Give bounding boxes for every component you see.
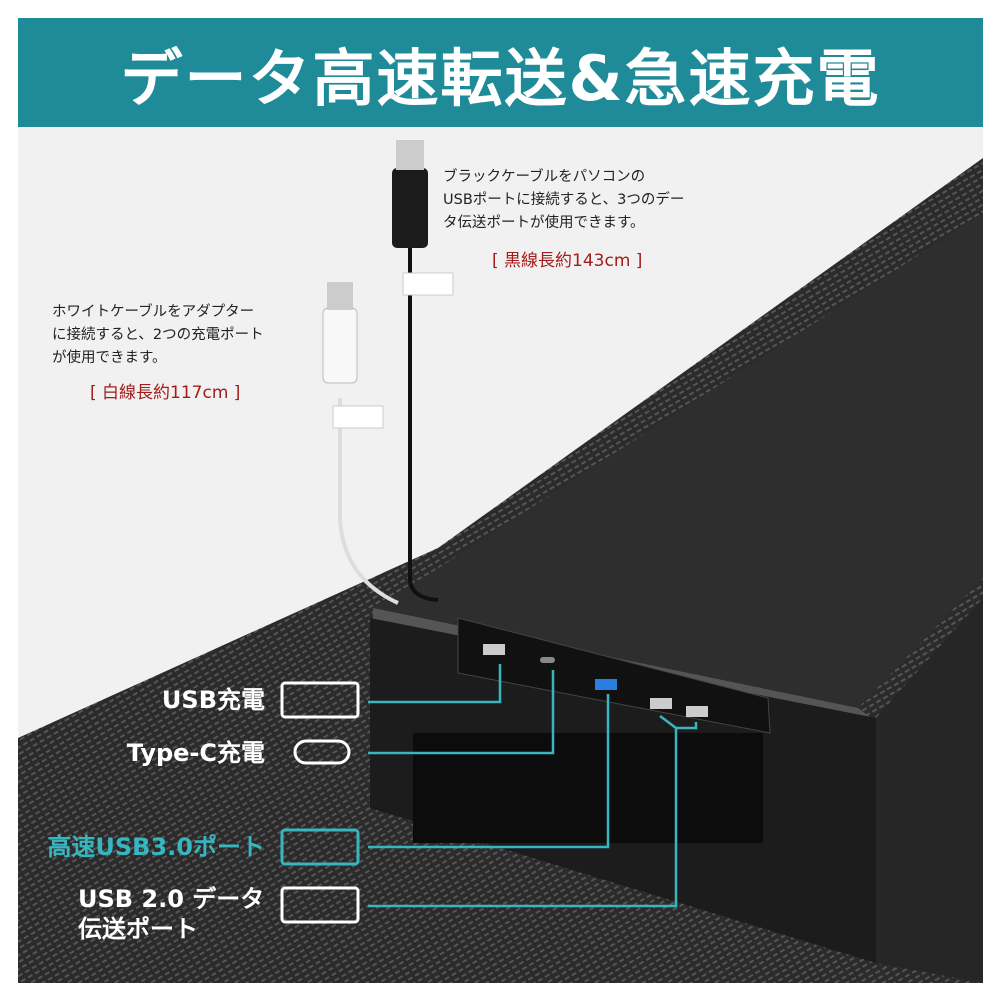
usb-a-port-icon	[280, 828, 360, 866]
header-banner: データ高速転送&急速充電	[18, 18, 983, 127]
product-image: データ高速転送&急速充電 ブラックケーブルをパソコンの USBポートに接続すると…	[18, 18, 983, 983]
black-usb-plug	[392, 168, 428, 248]
usb-port	[483, 644, 505, 655]
note-line: が使用できます。	[52, 350, 167, 366]
label-line: USB 2.0 データ	[78, 885, 265, 913]
white-usb-metal	[327, 282, 353, 310]
usb2-port-2	[686, 706, 708, 717]
type-c-charge-label: Type-C充電	[126, 739, 265, 767]
white-cable	[338, 398, 399, 605]
stand-top	[373, 213, 983, 708]
leader-lines	[368, 664, 698, 908]
black-cable	[408, 248, 439, 602]
usb-c-port-icon	[293, 739, 351, 765]
usb-a-port-icon	[280, 681, 360, 719]
white-cable-tag	[332, 405, 384, 429]
stand-slot	[413, 733, 763, 843]
type-c-port	[540, 657, 555, 663]
product-scene	[18, 140, 983, 983]
usb2-port-label: USB 2.0 データ 伝送ポート	[78, 884, 264, 944]
note-line: に接続すると、2つの充電ポート	[52, 327, 264, 343]
black-usb-metal	[396, 140, 424, 170]
black-cable-length: [ 黒線長約143cm ]	[492, 251, 643, 271]
usb-a-port-icon	[280, 886, 360, 924]
black-cable-note: ブラックケーブルをパソコンの USBポートに接続すると、3つのデー タ伝送ポート…	[443, 166, 684, 235]
note-line: USBポートに接続すると、3つのデー	[443, 192, 685, 208]
white-cable-length: [ 白線長約117cm ]	[90, 383, 241, 403]
label-line: 伝送ポート	[78, 915, 198, 943]
usb3-port	[595, 679, 617, 690]
black-cable-tag	[402, 272, 454, 296]
page-title: データ高速転送&急速充電	[120, 41, 881, 115]
note-line: ホワイトケーブルをアダプター	[52, 304, 255, 320]
note-line: ブラックケーブルをパソコンの	[443, 169, 646, 185]
port-panel	[457, 617, 771, 734]
white-cable-note: ホワイトケーブルをアダプター に接続すると、2つの充電ポート が使用できます。	[52, 301, 264, 370]
usb-charge-label: USB充電	[161, 686, 265, 714]
stand-side	[876, 598, 983, 983]
note-line: タ伝送ポートが使用できます。	[443, 215, 645, 231]
usb2-port-1	[650, 698, 672, 709]
usb3-port-label: 高速USB3.0ポート	[47, 833, 265, 861]
white-usb-plug	[322, 307, 358, 384]
